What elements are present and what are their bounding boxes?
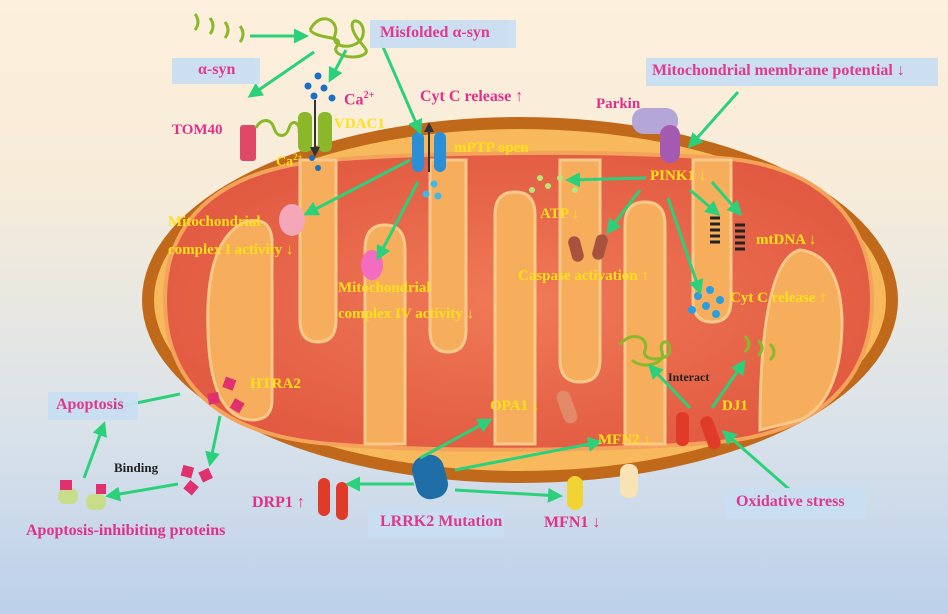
misfolded-alpha-syn-tangle — [308, 17, 368, 59]
apoptosis-box: Apoptosis — [48, 392, 138, 420]
membrane-potential-box: Mitochondrial membrane potential ↓ — [646, 58, 938, 86]
mptp-open-label: mPTP open — [454, 140, 529, 156]
caspase-pair — [568, 234, 608, 262]
atp-dots — [529, 175, 578, 193]
misfolded-alpha-syn-label: Misfolded α-syn — [380, 24, 490, 41]
tom40-label: TOM40 — [172, 122, 223, 138]
oxidative-stress-box: Oxidative stress — [726, 488, 866, 518]
mtdna-coils — [710, 216, 745, 251]
ca-outer-label: Ca2+ — [344, 90, 375, 109]
lrrk2-label: LRRK2 Mutation — [380, 513, 503, 530]
htra2-label: HTRA2 — [250, 376, 301, 392]
mtdna-label: mtDNA ↓ — [756, 232, 817, 248]
atp-label: ATP ↓ — [540, 206, 580, 222]
mfn1-protein — [567, 464, 638, 510]
htra2-molecules — [180, 376, 245, 496]
pink1-label: PINK1 ↓ — [650, 168, 707, 184]
drp1-label: DRP1 ↑ — [252, 494, 305, 511]
complex-iv-label-line1: Mitochondrial — [338, 280, 431, 296]
interact-label: Interact — [668, 370, 710, 384]
ca-inner-label: Ca2+ — [276, 152, 303, 170]
lrrk2-protein — [411, 454, 449, 500]
vdac1-channel — [298, 100, 332, 157]
binding-label: Binding — [114, 460, 159, 475]
mfn2-label: MFN2 ↓ — [598, 432, 651, 448]
mfn1-label: MFN1 ↓ — [544, 514, 601, 531]
complex-i-label-line1: Mitochondrial — [168, 214, 261, 230]
complex-iv-label-line2: complex IV activity ↓ — [338, 306, 474, 322]
cytc-release-right-label: Cyt C release ↑ — [730, 290, 827, 306]
interact-syn-tangle — [618, 335, 672, 367]
tom40-channel — [240, 125, 256, 161]
parkin-label: Parkin — [596, 96, 641, 112]
opa1-label: OPA1 ↓ — [490, 398, 540, 414]
apoptosis-inhibiting-proteins-label: Apoptosis-inhibiting proteins — [26, 522, 226, 539]
alpha-syn-label: α-syn — [198, 61, 236, 78]
vdac1-label: VDAC1 — [334, 116, 385, 132]
interact-syn-squiggle — [743, 334, 776, 362]
membrane-potential-label: Mitochondrial membrane potential ↓ — [652, 62, 905, 79]
caspase-label: Caspase activation ↑ — [518, 268, 649, 284]
cristae — [206, 158, 844, 446]
complex-i — [279, 204, 305, 236]
mptp-channel — [412, 122, 446, 172]
calcium-ions-outer — [304, 72, 336, 102]
tom40-bound-syn — [254, 119, 301, 137]
calcium-ions-inner — [309, 155, 321, 171]
drp1-protein — [318, 478, 348, 520]
cytc-dots-mptp — [422, 180, 442, 200]
complex-i-label-line2: complex I activity ↓ — [168, 242, 294, 258]
dj1-protein — [676, 412, 721, 450]
alpha-syn-squiggle — [193, 13, 245, 43]
apoptosis-inhibiting-protein-shapes — [58, 480, 106, 510]
misfolded-alpha-syn-box: Misfolded α-syn — [370, 20, 516, 48]
lrrk2-box: LRRK2 Mutation — [368, 508, 504, 538]
cytc-release-top-label: Cyt C release ↑ — [420, 88, 524, 105]
parkin-protein — [632, 108, 680, 163]
dj1-label: DJ1 — [722, 398, 748, 414]
apoptosis-label: Apoptosis — [56, 396, 124, 413]
oxidative-stress-label: Oxidative stress — [736, 493, 845, 510]
opa1-protein — [556, 390, 578, 424]
pathway-arrows — [82, 28, 791, 503]
alpha-syn-box: α-syn — [172, 58, 260, 84]
